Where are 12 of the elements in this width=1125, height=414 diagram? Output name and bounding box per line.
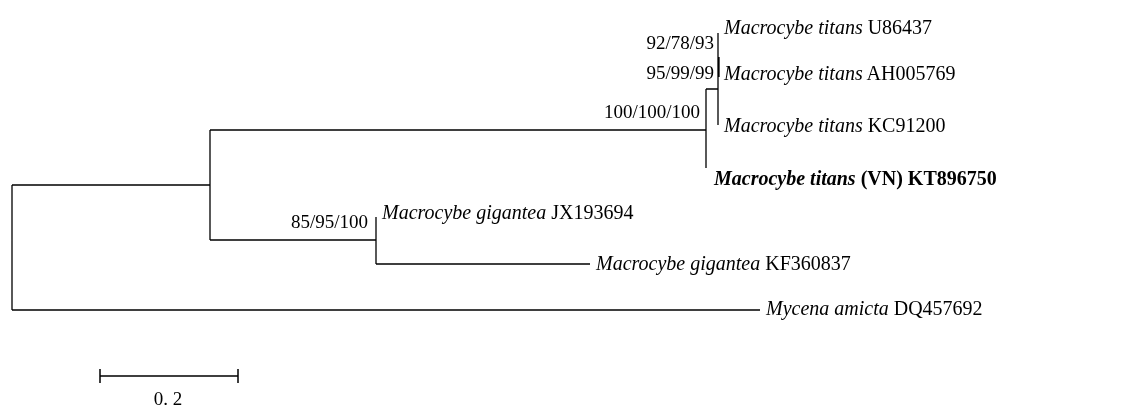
taxon-label: Macrocybe gigantea JX193694 [382,201,634,223]
scale-bar-label: 0. 2 [153,388,183,410]
taxon-label: Macrocybe gigantea KF360837 [596,252,851,274]
bootstrap-value: 92/78/93 [646,32,714,54]
taxon-label: Macrocybe titans U86437 [724,16,933,38]
bootstrap-value: 85/95/100 [290,211,368,233]
taxon-label: Macrocybe titans (VN) KT896750 [714,167,997,189]
bootstrap-value: 95/99/99 [646,62,714,84]
taxon-label: Macrocybe titans AH005769 [724,62,956,84]
taxon-label: Mycena amicta DQ457692 [766,297,983,319]
taxon-label: Macrocybe titans KC91200 [724,114,946,136]
bootstrap-value: 100/100/100 [603,101,700,123]
